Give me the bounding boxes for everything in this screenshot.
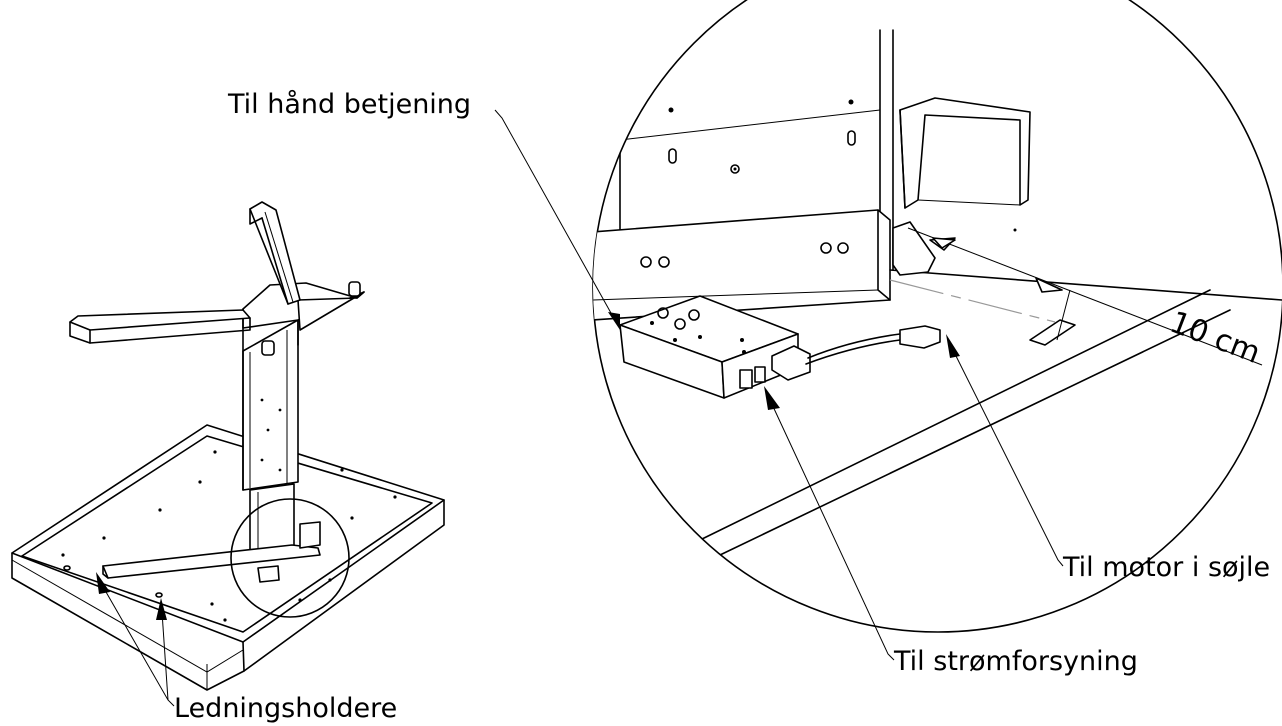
callout-power: Til strømforsyning — [764, 386, 1138, 677]
label-hand-control: Til hånd betjening — [227, 89, 471, 120]
cable-holder-marks — [63, 565, 163, 598]
motor-cable — [805, 325, 941, 365]
callout-hand-control: Til hånd betjening — [227, 89, 620, 330]
callout-cable-holders: Ledningsholdere — [96, 572, 397, 724]
dimension-10cm: 10 cm — [907, 227, 1265, 371]
dimension-label: 10 cm — [1165, 305, 1265, 371]
label-cable-holders: Ledningsholdere — [174, 693, 397, 724]
detail-circle — [230, 498, 350, 618]
column-head — [242, 281, 365, 356]
label-motor: Til motor i søjle — [1062, 552, 1270, 583]
detail-view: 10 cm — [592, 0, 1282, 633]
horizontal-arm — [69, 309, 251, 344]
base-tray — [11, 424, 445, 691]
column — [242, 319, 299, 556]
upper-handle — [249, 201, 301, 305]
foot-bar — [102, 521, 321, 583]
control-box — [619, 295, 811, 399]
callout-motor: Til motor i søjle — [946, 334, 1270, 583]
overview-drawing — [11, 201, 445, 691]
label-power: Til strømforsyning — [893, 646, 1138, 677]
